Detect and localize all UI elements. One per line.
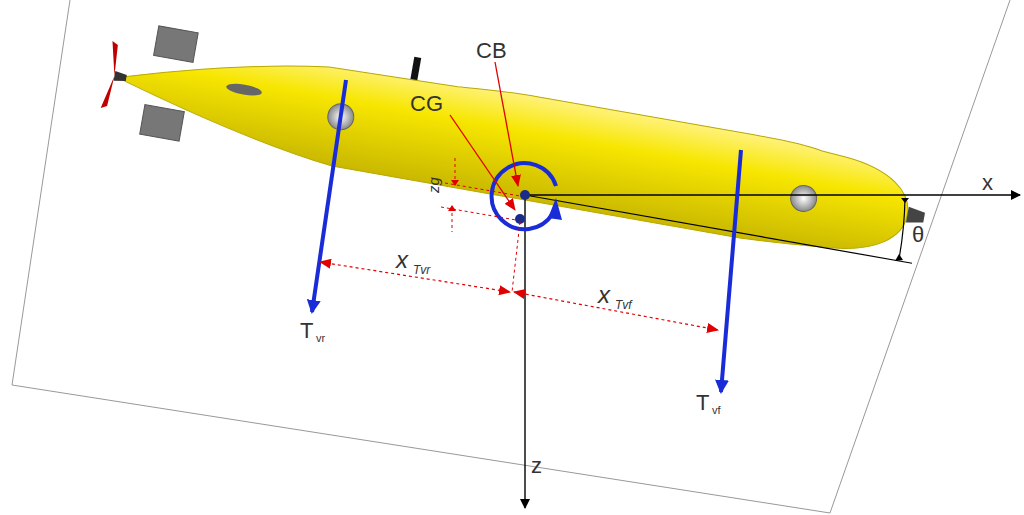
- center-of-buoyancy-label: CB: [476, 40, 507, 62]
- thrust-subscript: vf: [712, 405, 721, 416]
- axis-label: z: [531, 455, 542, 477]
- distance-subscript: Tvr: [413, 264, 430, 276]
- distance-subscript: Tvf: [615, 299, 632, 311]
- center-of-gravity-label: CG: [410, 93, 443, 115]
- thrust-label: T: [300, 320, 313, 342]
- thrust-subscript: vr: [316, 333, 325, 344]
- axis-label: x: [982, 172, 993, 194]
- zg-dimension-label: zg: [426, 177, 441, 193]
- distance-label: x: [396, 248, 408, 272]
- thrust-label: T: [696, 392, 709, 414]
- distance-label: x: [598, 283, 610, 307]
- angle-label: θ: [912, 224, 924, 246]
